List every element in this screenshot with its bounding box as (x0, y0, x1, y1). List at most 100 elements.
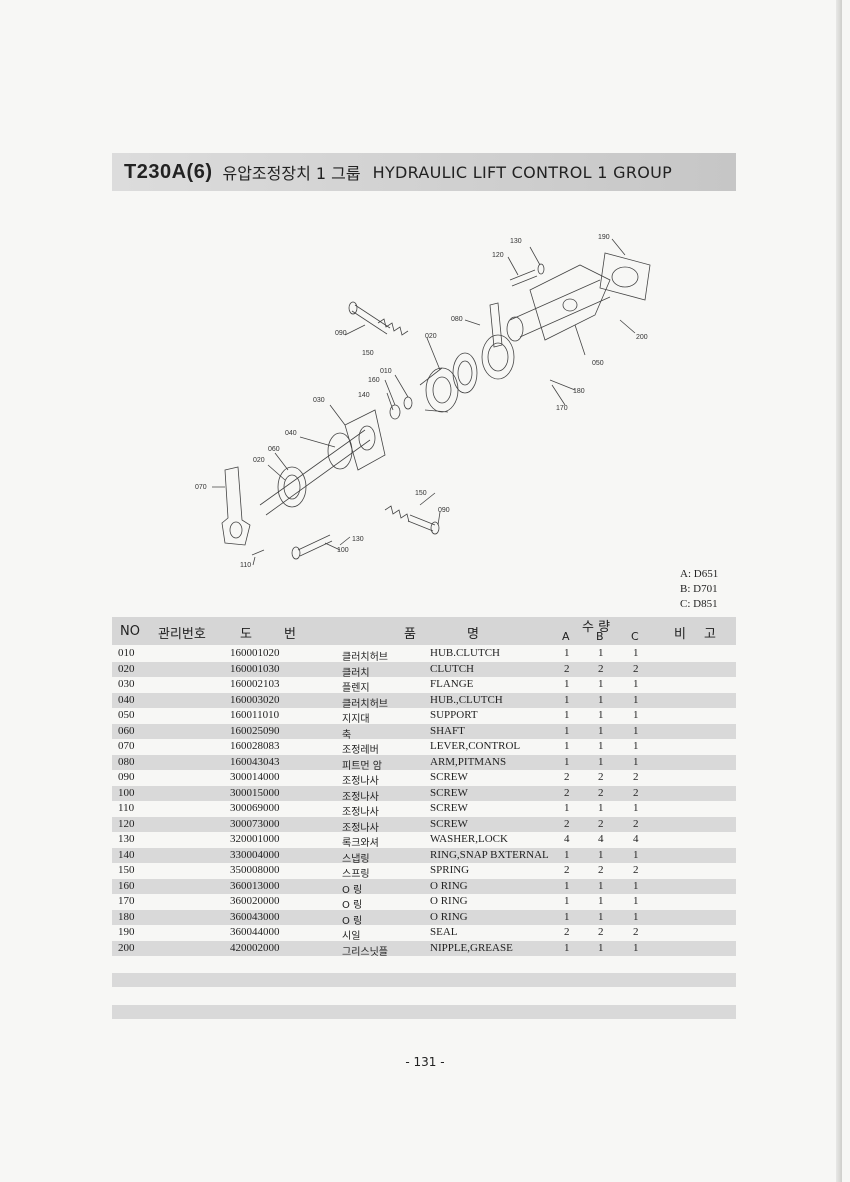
diagram-label: 140 (358, 392, 370, 399)
cell-qty-c: 1 (633, 895, 639, 907)
page-edge (836, 0, 842, 1182)
cell-no: 100 (118, 786, 135, 799)
cell-name-english: ARM,PITMANS (430, 755, 507, 768)
cell-qty-c: 1 (633, 755, 639, 768)
cell-name-english: SCREW (430, 771, 468, 783)
cell-no: 130 (118, 833, 135, 845)
cell-name-korean: O 링 (342, 915, 363, 927)
cell-qty-a: 2 (564, 662, 570, 675)
cell-qty-a: 1 (564, 895, 570, 907)
cell-no: 190 (118, 926, 135, 938)
cell-name-korean: 스냅링 (342, 853, 370, 865)
cell-qty-c: 1 (633, 848, 639, 861)
cell-name-english: SCREW (430, 817, 468, 830)
diagram-label: 160 (368, 377, 380, 384)
cell-name-korean: 조정나사 (342, 791, 379, 803)
cell-qty-b: 2 (598, 817, 604, 830)
cell-qty-a: 1 (564, 678, 570, 690)
cell-qty-c: 1 (633, 724, 639, 737)
diagram-label: 050 (592, 360, 604, 367)
cell-qty-a: 2 (564, 786, 570, 799)
cell-name-english: SCREW (430, 802, 468, 814)
cell-drawing: 160043043 (230, 755, 280, 768)
header-qty-b: B (596, 630, 604, 643)
section-title-korean: 유압조정장치 1 그룹 (222, 164, 361, 183)
cell-name-korean: 지지대 (342, 714, 370, 725)
section-code: T230A(6) (124, 160, 213, 183)
cell-qty-b: 1 (598, 755, 604, 768)
cell-qty-b: 1 (598, 895, 604, 907)
model-c: C: D851 (680, 598, 718, 610)
cell-name-english: RING,SNAP BXTERNAL (430, 848, 549, 861)
cell-no: 050 (118, 709, 135, 721)
header-no: NO (120, 624, 140, 639)
diagram-label: 190 (598, 234, 610, 241)
cell-no: 120 (118, 817, 135, 830)
cell-qty-a: 1 (564, 755, 570, 768)
diagram-label: 060 (268, 446, 280, 453)
cell-name-english: O RING (430, 910, 468, 923)
cell-name-english: SUPPORT (430, 709, 478, 721)
cell-drawing: 300014000 (230, 771, 280, 783)
cell-no: 150 (118, 864, 135, 876)
header-drawing-2: 번 (284, 627, 296, 642)
cell-qty-b: 1 (598, 709, 604, 721)
cell-drawing: 360013000 (230, 879, 280, 892)
diagram-label: 200 (636, 334, 648, 341)
cell-qty-c: 2 (633, 771, 639, 783)
cell-no: 160 (118, 879, 135, 892)
cell-name-english: CLUTCH (430, 662, 474, 675)
cell-name-korean: 조정나사 (342, 776, 379, 787)
blank-row (112, 1005, 736, 1019)
cell-drawing: 320001000 (230, 833, 280, 845)
cell-drawing: 300069000 (230, 802, 280, 814)
cell-qty-b: 1 (598, 879, 604, 892)
header-quantity: 수 량 (582, 620, 611, 635)
cell-drawing: 350008000 (230, 864, 280, 876)
cell-qty-a: 1 (564, 709, 570, 721)
cell-name-english: NIPPLE,GREASE (430, 941, 513, 954)
diagram-label: 150 (362, 350, 374, 357)
blank-row (112, 973, 736, 987)
diagram-label: 040 (285, 430, 297, 437)
header-drawing-1: 도 (240, 627, 252, 642)
cell-qty-b: 1 (598, 848, 604, 861)
parts-table-header: NO 관리번호 도 번 품 명 수 량 A B C 비 고 (112, 617, 736, 645)
cell-no: 080 (118, 755, 135, 768)
cell-qty-a: 1 (564, 647, 570, 659)
cell-name-korean: 조정레버 (342, 745, 379, 756)
cell-drawing: 300015000 (230, 786, 280, 799)
header-qty-a: A (562, 630, 570, 643)
diagram-label: 090 (438, 507, 450, 514)
cell-qty-a: 1 (564, 693, 570, 706)
cell-name-korean: 플렌지 (342, 683, 370, 694)
header-remark-1: 비 (674, 627, 686, 642)
exploded-parts-diagram: 130 120 190 090 150 020 080 010 160 140 … (195, 234, 651, 569)
cell-qty-c: 1 (633, 941, 639, 954)
cell-name-english: SCREW (430, 786, 468, 799)
cell-qty-c: 2 (633, 926, 639, 938)
diagram-label: 030 (313, 397, 325, 404)
cell-qty-a: 2 (564, 771, 570, 783)
cell-no: 140 (118, 848, 135, 861)
diagram-label: 170 (556, 405, 568, 412)
cell-name-korean: 조정나사 (342, 807, 379, 818)
cell-qty-a: 2 (564, 926, 570, 938)
cell-name-korean: O 링 (342, 884, 363, 896)
cell-qty-b: 2 (598, 771, 604, 783)
cell-qty-a: 1 (564, 941, 570, 954)
cell-qty-a: 2 (564, 864, 570, 876)
cell-drawing: 160001020 (230, 647, 280, 659)
cell-drawing: 330004000 (230, 848, 280, 861)
